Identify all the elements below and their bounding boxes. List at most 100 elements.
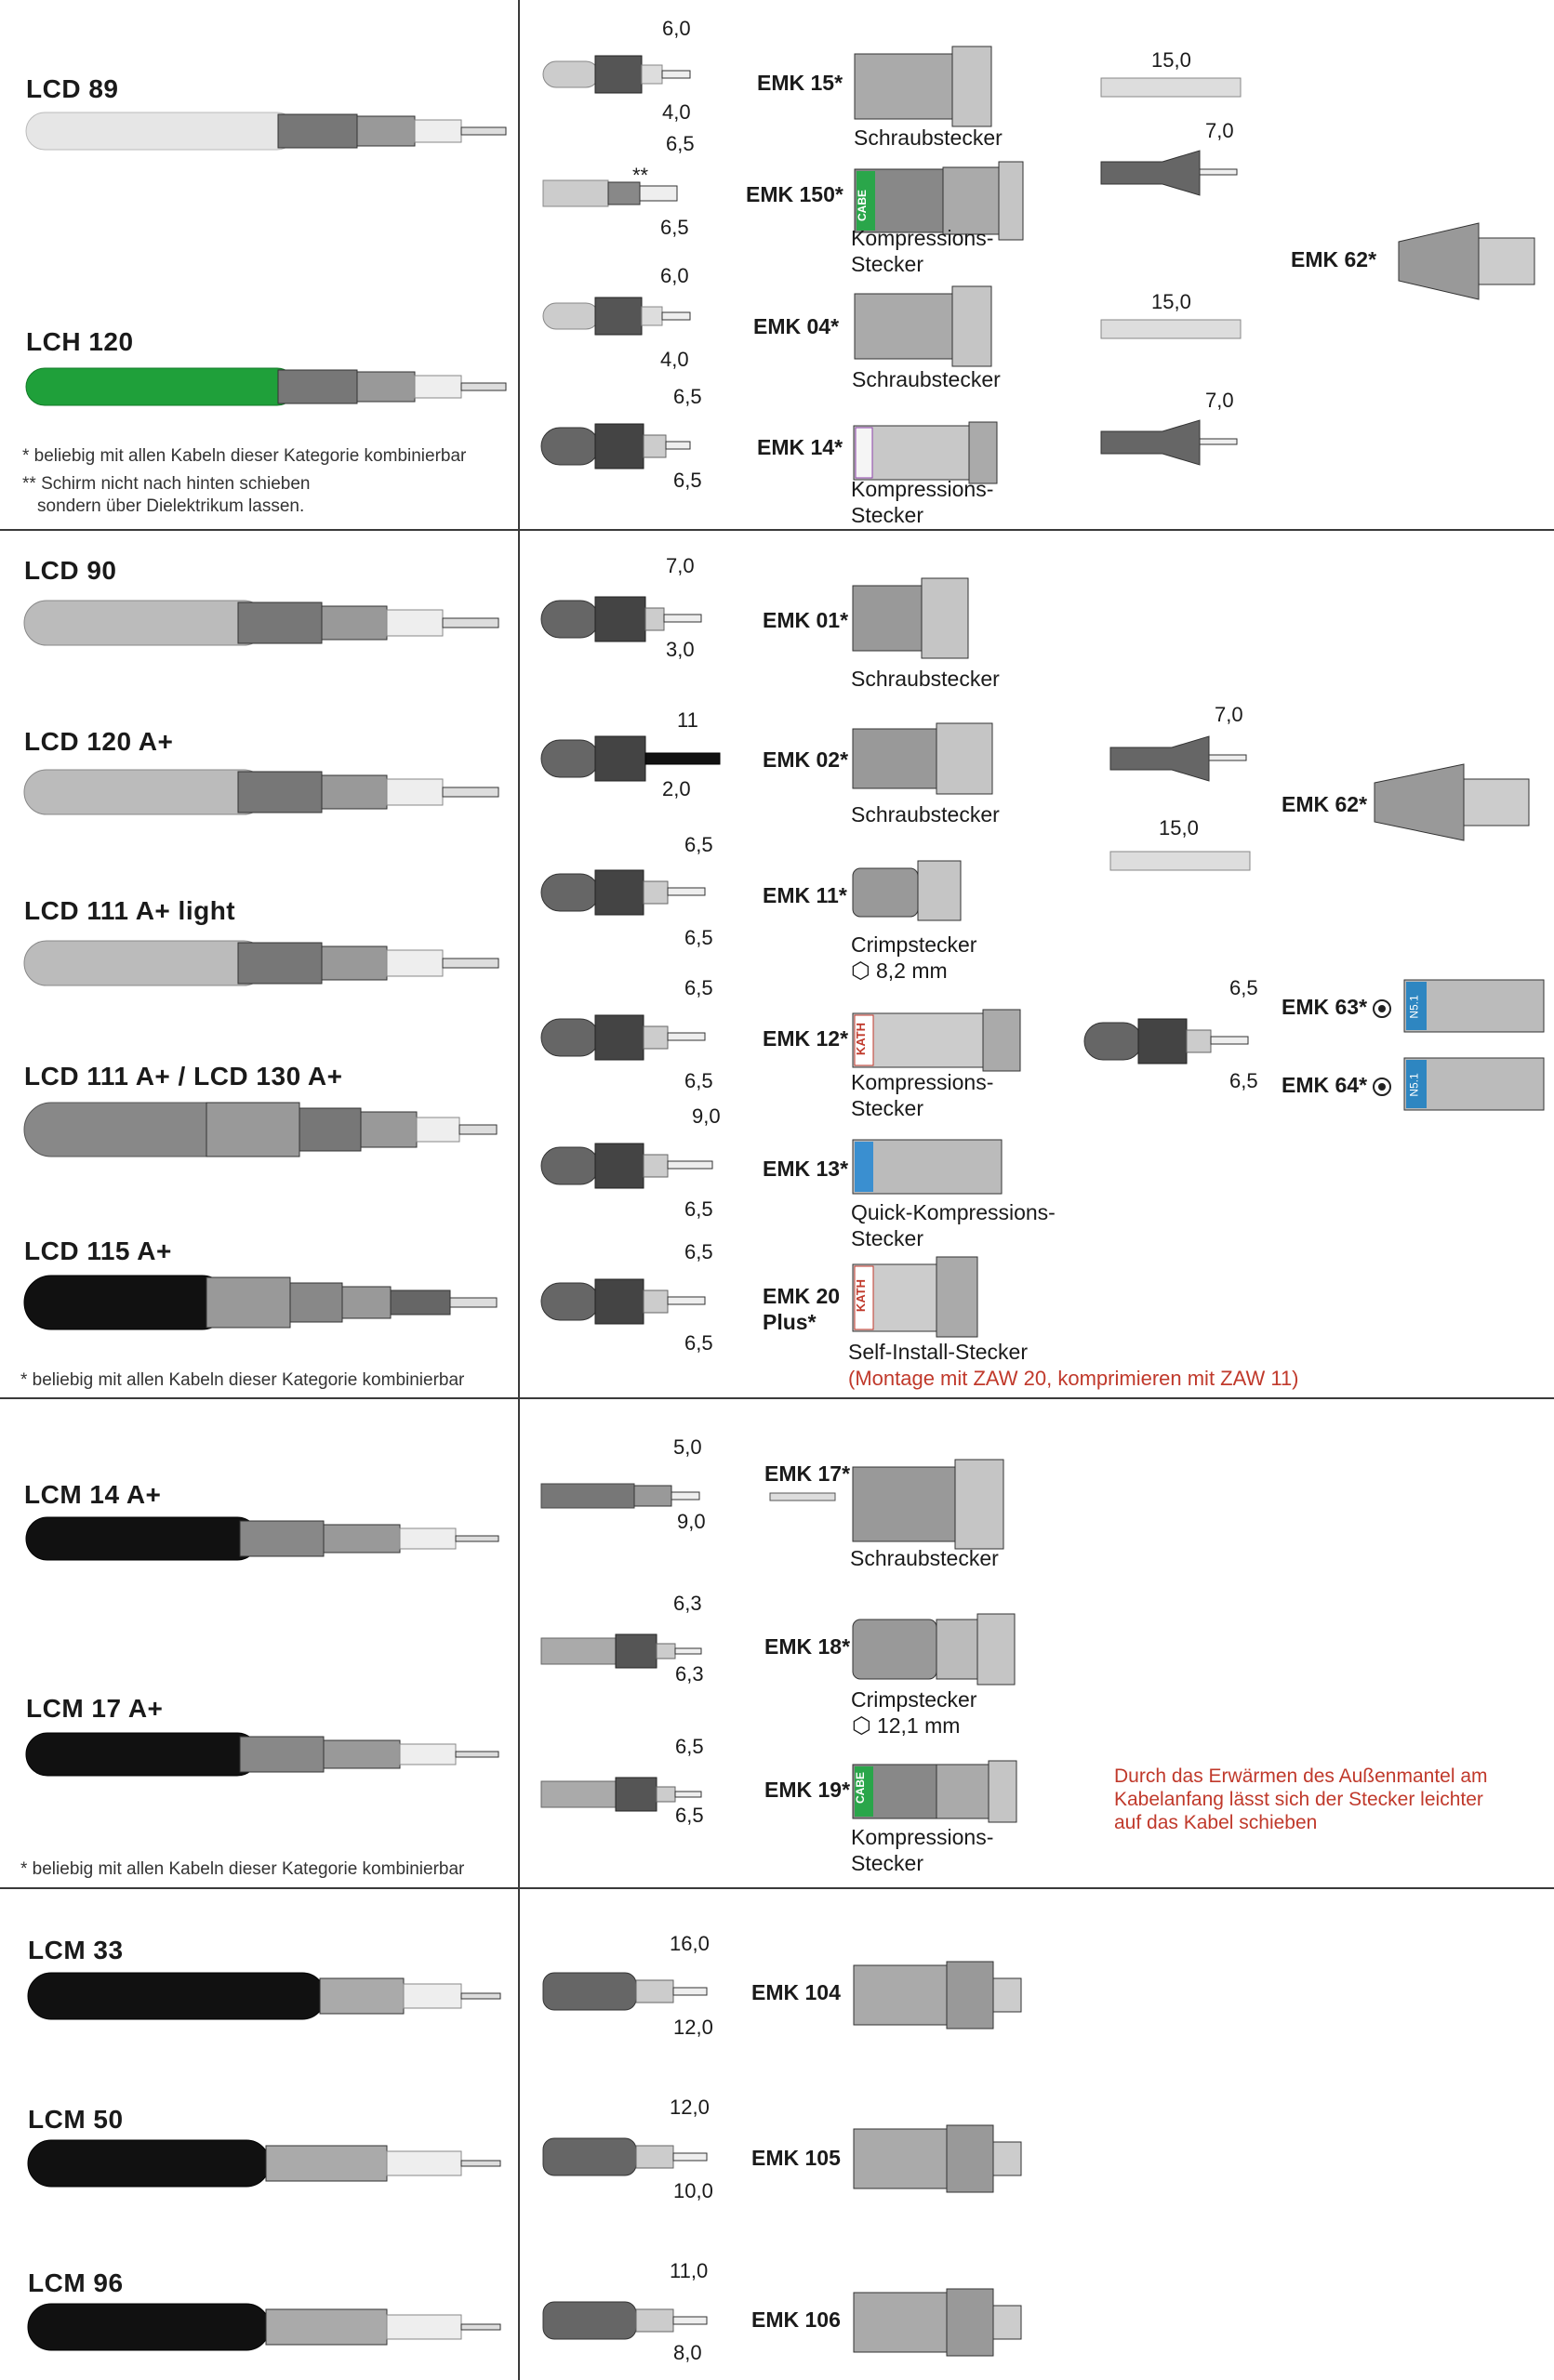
connector-label: Schraubstecker: [851, 802, 1000, 826]
stripped-cable-diagram: [540, 1143, 713, 1189]
connector-model: EMK 106: [751, 2307, 841, 2332]
connector-model: EMK 14*: [757, 435, 843, 459]
connector-image: [1403, 1057, 1545, 1111]
section-divider: [0, 529, 1554, 531]
connector-model: EMK 17*: [764, 1461, 851, 1486]
dimension-top: 6,5: [666, 132, 695, 155]
stripped-cable-diagram: [540, 1014, 706, 1061]
connector-model: EMK 13*: [763, 1157, 849, 1181]
connector-label: Self-Install-Stecker: [848, 1340, 1029, 1364]
connector-model: EMK 62*: [1291, 247, 1377, 271]
target-icon: [1373, 998, 1392, 1018]
stripped-cable-diagram: [542, 297, 691, 336]
cable-illustration: [23, 600, 499, 646]
cable-name: LCM 50: [28, 2105, 124, 2134]
dimension-top: 6,5: [684, 1240, 713, 1263]
brand-badge: KATH: [854, 1022, 869, 1056]
stripped-cable-diagram: [542, 2137, 708, 2176]
stripped-cable-diagram: [540, 1483, 700, 1509]
dimension-top: 6,0: [662, 17, 691, 40]
cable-name: LCD 89: [26, 74, 119, 103]
stripped-cable-diagram: [1109, 851, 1251, 871]
dimension-bottom: 2,0: [662, 777, 691, 800]
stripped-cable-diagram: [542, 179, 678, 207]
brand-badge: CABE: [854, 1771, 868, 1805]
dimension-top: 11,0: [670, 2259, 709, 2282]
cable-illustration: [23, 1102, 498, 1157]
connector-model: EMK 18*: [764, 1634, 851, 1659]
dimension-bottom: 3,0: [666, 638, 695, 661]
connector-image: [853, 2124, 1022, 2193]
connector-model: EMK 02*: [763, 747, 849, 772]
connector-model: EMK 11*: [763, 883, 847, 907]
hexagon-icon: ⬡: [851, 959, 870, 984]
connector-model: EMK 12*: [763, 1026, 849, 1051]
connector-label: Schraubstecker: [851, 667, 1000, 691]
connector-model: EMK 63*: [1282, 995, 1392, 1020]
connector-label: Schraubstecker: [854, 126, 1003, 150]
cable-illustration: [23, 769, 499, 815]
connector-image: [853, 2288, 1022, 2357]
hex-size-value: 8,2 mm: [875, 959, 948, 983]
stripped-cable-diagram: [1109, 735, 1247, 782]
brand-badge: CABE: [856, 189, 870, 222]
connector-model: EMK 15*: [757, 71, 843, 95]
connector-image: [852, 577, 969, 659]
footnote: * beliebig mit allen Kabeln dieser Kateg…: [20, 1370, 465, 1390]
connector-image: [854, 161, 1024, 241]
footnote: ** Schirm nicht nach hinten schieben: [22, 474, 311, 494]
connector-image: [852, 1139, 1003, 1195]
cable-illustration: [25, 112, 507, 151]
stripped-cable-diagram: [540, 1777, 702, 1812]
dimension-top: 7,0: [666, 554, 695, 577]
connector-image: [854, 285, 992, 367]
stripped-cable-diagram: [540, 869, 706, 916]
hexagon-icon: ⬡: [852, 1713, 871, 1739]
dimension-top: 6,5: [1229, 976, 1258, 999]
cable-name: LCD 120 A+: [24, 727, 174, 756]
connector-image: [852, 1009, 1021, 1072]
cable-mark: **: [632, 164, 649, 187]
dimension-bottom: 6,5: [684, 1331, 713, 1355]
dimension-bottom: 6,5: [684, 1069, 713, 1092]
dimension-top: 15,0: [1151, 290, 1191, 313]
cable-illustration: [25, 367, 507, 406]
section-divider: [0, 1887, 1554, 1889]
stripped-cable-diagram: [1100, 150, 1238, 196]
cable-illustration: [23, 940, 499, 986]
cable-name: LCD 115 A+: [24, 1236, 172, 1265]
dimension-bottom: 8,0: [673, 2341, 702, 2364]
connector-model: EMK 150*: [746, 182, 843, 206]
cable-name: LCD 111 A+ / LCD 130 A+: [24, 1062, 343, 1091]
dimension-top: 7,0: [1215, 703, 1243, 726]
connector-label: Crimpstecker: [851, 932, 977, 957]
dimension-bottom: 6,5: [673, 469, 702, 492]
cable-name: LCM 14 A+: [24, 1480, 162, 1509]
stripped-cable-diagram: [540, 596, 702, 642]
hex-size: ⬡8,2 mm: [851, 958, 948, 985]
stripped-cable-diagram: [540, 1633, 702, 1669]
dimension-top: 16,0: [670, 1932, 710, 1955]
stripped-cable-diagram: [540, 1278, 706, 1325]
stripped-cable-diagram: [1083, 1018, 1249, 1064]
dimension-top: 6,0: [660, 264, 689, 287]
dimension-top: 6,5: [675, 1735, 704, 1758]
brand-badge: N5.1: [1407, 1073, 1421, 1097]
stripped-cable-diagram: [542, 55, 691, 94]
column-divider: [518, 0, 520, 2380]
stripped-cable-diagram: [1100, 419, 1238, 466]
cable-illustration: [25, 1732, 499, 1777]
section-divider: [0, 1397, 1554, 1399]
dimension-top: 7,0: [1205, 389, 1234, 412]
emk64-label: EMK 64*: [1282, 1073, 1368, 1097]
assembly-note: (Montage mit ZAW 20, komprimieren mit ZA…: [848, 1367, 1299, 1390]
connector-model: EMK 20 Plus*: [763, 1284, 841, 1334]
footnote: sondern über Dielektrikum lassen.: [37, 496, 305, 516]
connector-model: EMK 19*: [764, 1778, 851, 1802]
dimension-top: 6,5: [673, 385, 702, 408]
connector-label: Schraubstecker: [850, 1546, 999, 1570]
dimension-top: 15,0: [1151, 48, 1191, 72]
dimension-bottom: 12,0: [673, 2016, 713, 2039]
connector-model: EMK 104: [751, 1980, 841, 2004]
dimension-bottom: 6,5: [1229, 1069, 1258, 1092]
